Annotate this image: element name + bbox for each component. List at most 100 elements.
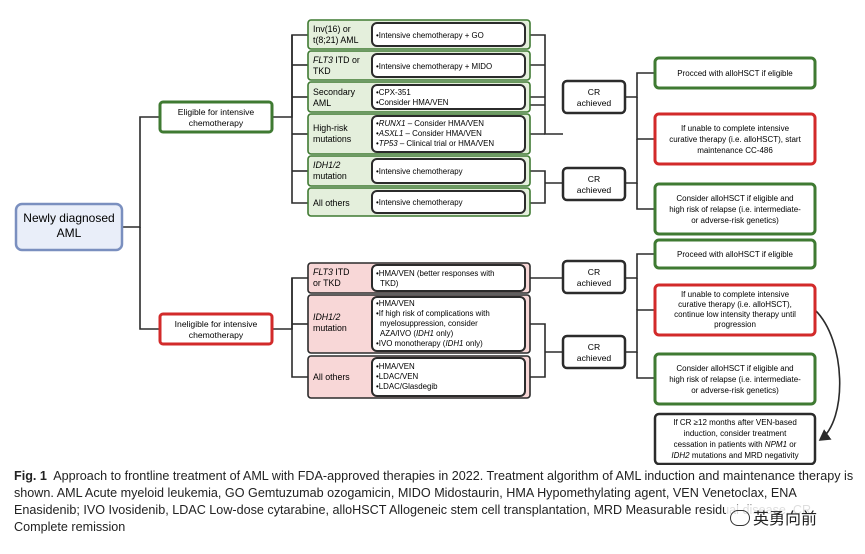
ineligible-intensive-node: Ineligible for intensive chemotherapy [158,312,274,346]
diagram-canvas: Newly diagnosed AML Eligible for intensi… [14,19,841,466]
caption-text: Approach to frontline treatment of AML w… [14,469,854,534]
outcome-text: high risk of relapse (i.e. intermediate- [669,205,801,214]
row-inv16: Inv(16) or t(8;21) AML •Intensive chemot… [307,19,531,50]
therapy-text: •CPX-351 [376,88,411,97]
watermark: 英勇向前 [726,505,822,529]
therapy-text: •Consider HMA/VEN [376,98,449,107]
therapy-text: •RUNX1 – Consider HMA/VEN [376,119,484,128]
cr-label: CR [588,174,600,184]
watermark-text: 英勇向前 [753,509,818,528]
newly-diagnosed-node: Newly diagnosed AML [14,202,124,252]
outcome-text: maintenance CC-486 [697,146,773,155]
eligible-label-line1: Eligible for intensive [178,107,255,117]
therapy-text: •Intensive chemotherapy [376,167,463,176]
row-flt3: FLT3 ITD or TKD •Intensive chemotherapy … [307,50,531,81]
row-all-others-intensive: All others •Intensive chemotherapy [307,187,531,217]
connector-lines [122,34,841,441]
cr-label: achieved [577,278,612,288]
ineligible-label-line1: Ineligible for intensive [175,319,258,329]
cr-achieved-node: CR achieved [561,166,627,202]
row-high-risk: High-risk mutations •RUNX1 – Consider HM… [307,113,531,155]
outcome-text: Proceed with alloHSCT if eligible [677,250,793,259]
row-idh-intensive: IDH1/2 mutation •Intensive chemotherapy [307,155,531,187]
subtype-text: All others [313,198,350,208]
aml-treatment-diagram: Newly diagnosed AML Eligible for intensi… [14,19,841,466]
therapy-text: AZA/IVO (IDH1 only) [380,329,454,338]
row-idh-ineligible: IDH1/2 mutation •HMA/VEN •If high risk o… [307,294,531,354]
therapy-text: myelosuppression, consider [380,319,478,328]
ineligible-label-line2: chemotherapy [189,330,244,340]
outcome-text: or adverse-risk genetics) [691,216,779,225]
outcome-text: IDH2 mutations and MRD negativity [671,451,798,460]
row-all-others-ineligible: All others •HMA/VEN •LDAC/VEN •LDAC/Glas… [307,355,531,399]
outcome-text: cessation in patients with NPM1 or [674,440,797,449]
outcome-text: curative therapy (i.e. alloHSCT), start [669,135,801,144]
cr-achieved-node: CR achieved [561,259,627,295]
outcome-text: or adverse-risk genetics) [691,386,779,395]
subtype-text: IDH1/2 [313,160,340,170]
subtype-text: Secondary [313,87,356,97]
therapy-text: •HMA/VEN [376,299,415,308]
outcome-text: high risk of relapse (i.e. intermediate- [669,375,801,384]
chat-bubble-icon [730,510,750,526]
cr-label: CR [588,87,600,97]
subtype-text: AML [313,98,331,108]
outcome-text: Consider alloHSCT if eligible and [676,364,793,373]
therapy-text: •TP53 – Clinical trial or HMA/VEN [376,139,494,148]
therapy-text: TKD) [380,279,399,288]
outcome-maintenance-2: If unable to complete intensive curative… [653,283,817,337]
therapy-text: •HMA/VEN [376,362,415,371]
therapy-text: •Intensive chemotherapy + MIDO [376,62,492,71]
eligible-intensive-node: Eligible for intensive chemotherapy [158,100,274,134]
therapy-text: •If high risk of complications with [376,309,490,318]
outcome-text: Procced with alloHSCT if eligible [677,69,793,78]
outcome-consider-2: Consider alloHSCT if eligible and high r… [653,352,817,406]
outcome-text: progression [714,320,756,329]
subtype-text: FLT3 ITD [313,267,350,277]
subtype-text: All others [313,372,350,382]
outcome-text: If unable to complete intensive [681,124,790,133]
row-flt3-ineligible: FLT3 ITD or TKD •HMA/VEN (better respons… [307,262,531,294]
outcome-text: Consider alloHSCT if eligible and [676,194,793,203]
subtype-text: mutation [313,171,347,181]
subtype-text: Inv(16) or [313,24,351,34]
subtype-text: IDH1/2 [313,312,340,322]
outcome-alloHSCT-1: Procced with alloHSCT if eligible [653,56,817,90]
eligible-label-line2: chemotherapy [189,118,244,128]
therapy-text: •HMA/VEN (better responses with [376,269,495,278]
cr-achieved-node: CR achieved [561,334,627,370]
subtype-text: FLT3 ITD or [313,55,360,65]
cr-label: CR [588,342,600,352]
outcome-alloHSCT-2: Proceed with alloHSCT if eligible [653,238,817,270]
outcome-text: If CR ≥12 months after VEN-based [673,418,797,427]
outcome-text: If unable to complete intensive [681,290,790,299]
therapy-text: •Intensive chemotherapy + GO [376,31,484,40]
root-label-line1: Newly diagnosed [23,211,114,225]
row-secondary-aml: Secondary AML •CPX-351 •Consider HMA/VEN [307,81,531,113]
therapy-text: •ASXL1 – Consider HMA/VEN [376,129,482,138]
subtype-text: TKD [313,66,331,76]
cr-achieved-node: CR achieved [561,79,627,115]
outcome-text: curative therapy (i.e. alloHSCT), [678,300,792,309]
outcome-consider-1: Consider alloHSCT if eligible and high r… [653,182,817,236]
subtype-text: t(8;21) AML [313,35,359,45]
subtype-text: mutation [313,323,347,333]
outcome-maintenance-1: If unable to complete intensive curative… [653,112,817,166]
subtype-text: or TKD [313,278,341,288]
cr-label: achieved [577,353,612,363]
figure-caption: Fig. 1 Approach to frontline treatment o… [14,468,854,536]
therapy-text: •Intensive chemotherapy [376,198,463,207]
outcome-cessation: If CR ≥12 months after VEN-based inducti… [653,412,817,466]
subtype-text: mutations [313,134,352,144]
cr-label: achieved [577,98,612,108]
figure-label: Fig. 1 [14,469,47,483]
root-label-line2: AML [57,226,82,240]
therapy-text: •LDAC/VEN [376,372,419,381]
outcome-text: continue low intensity therapy until [674,310,796,319]
therapy-text: •IVO monotherapy (IDH1 only) [376,339,483,348]
subtype-text: High-risk [313,123,348,133]
therapy-text: •LDAC/Glasdegib [376,382,438,391]
cr-label: CR [588,267,600,277]
cr-label: achieved [577,185,612,195]
outcome-text: induction, consider treatment [684,429,788,438]
